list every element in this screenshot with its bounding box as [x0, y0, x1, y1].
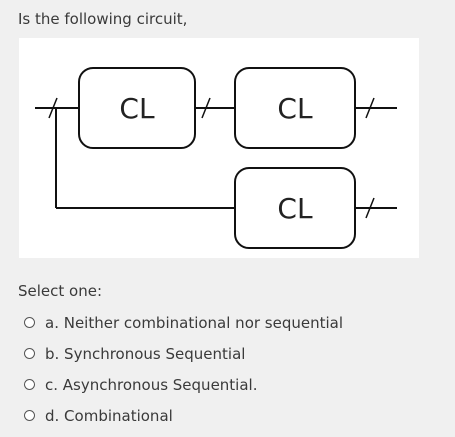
option-b-label[interactable]: b. Synchronous Sequential — [45, 344, 246, 363]
option-c[interactable]: c. Asynchronous Sequential. — [24, 369, 343, 400]
option-a[interactable]: a. Neither combinational nor sequential — [24, 307, 343, 338]
radio-button-d[interactable] — [24, 410, 35, 421]
question-text: Is the following circuit, — [18, 10, 188, 28]
output-bus-slash-top — [365, 97, 375, 119]
select-one-label: Select one: — [18, 282, 103, 300]
option-c-label[interactable]: c. Asynchronous Sequential. — [45, 375, 258, 394]
cl-label-3: CL — [277, 192, 313, 225]
circuit-diagram: CL CL CL — [19, 38, 419, 258]
radio-button-a[interactable] — [24, 317, 35, 328]
svg-text:CL: CL — [277, 192, 313, 225]
connector-bus-slash — [201, 97, 211, 119]
svg-text:CL: CL — [277, 92, 313, 125]
option-d-label[interactable]: d. Combinational — [45, 406, 173, 425]
answer-options: a. Neither combinational nor sequential … — [24, 307, 343, 431]
output-bus-slash-bottom — [365, 197, 375, 219]
option-d[interactable]: d. Combinational — [24, 400, 343, 431]
radio-button-b[interactable] — [24, 348, 35, 359]
input-bus-slash — [48, 97, 58, 119]
circuit-diagram-svg: CL CL CL — [35, 67, 397, 249]
cl-label-2: CL — [277, 92, 313, 125]
svg-text:CL: CL — [119, 92, 155, 125]
option-b[interactable]: b. Synchronous Sequential — [24, 338, 343, 369]
radio-button-c[interactable] — [24, 379, 35, 390]
cl-label-1: CL — [119, 92, 155, 125]
option-a-label[interactable]: a. Neither combinational nor sequential — [45, 313, 344, 332]
